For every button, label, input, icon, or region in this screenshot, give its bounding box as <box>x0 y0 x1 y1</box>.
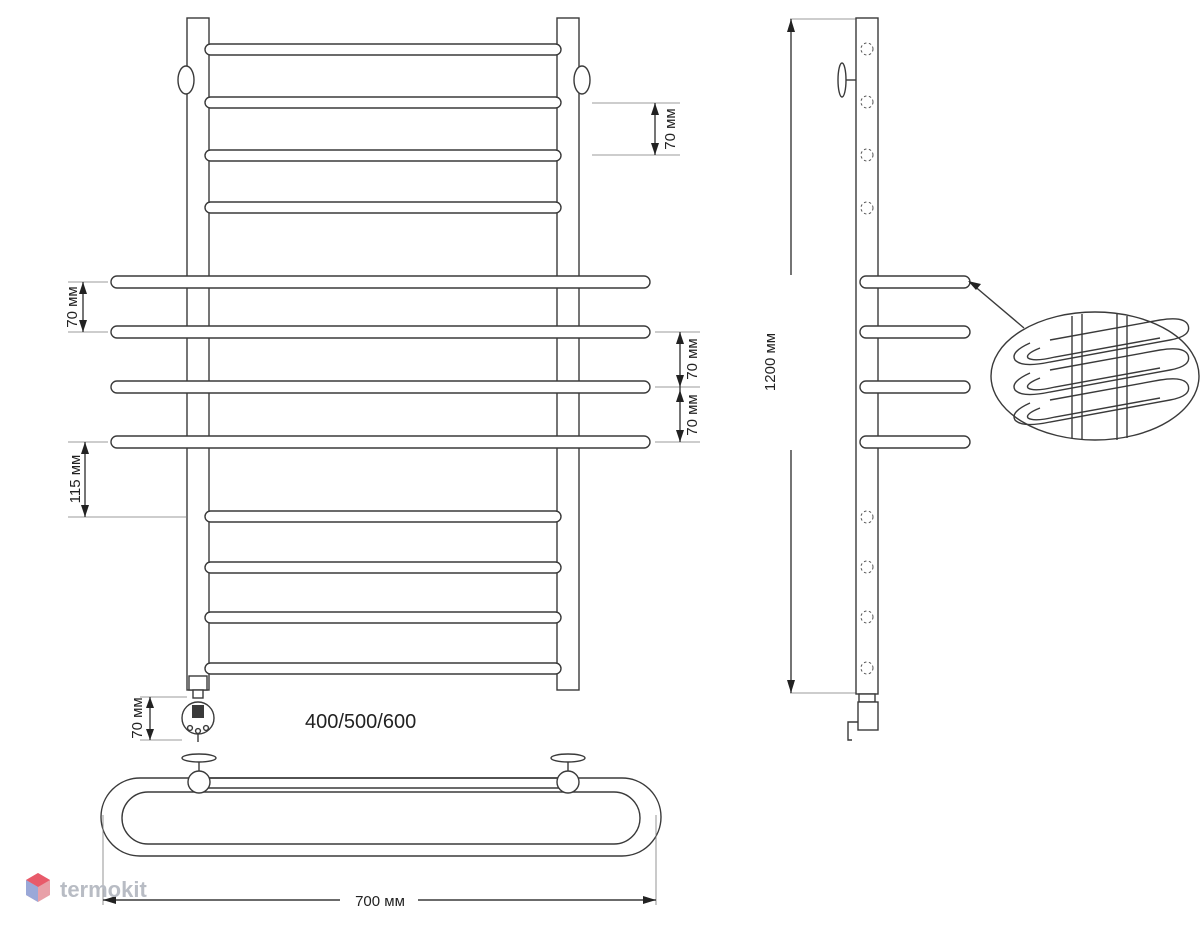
bar <box>204 96 562 109</box>
right-wall-mount <box>573 65 591 95</box>
bar <box>204 611 562 624</box>
side-bar <box>859 380 971 394</box>
top-view: 700 мм <box>100 753 662 910</box>
dim-label: 70 мм <box>684 338 701 379</box>
front-view: 70 мм 70 мм 70 мм 70 мм <box>64 17 701 742</box>
left-rail <box>186 17 210 691</box>
top-bars <box>204 43 562 214</box>
dim-top-spacing: 70 мм <box>592 102 680 156</box>
bar <box>204 149 562 162</box>
dim-label: 70 мм <box>64 286 81 327</box>
width-options-label: 400/500/600 <box>305 711 416 733</box>
dim-label: 70 мм <box>662 108 679 149</box>
long-bar <box>110 275 651 289</box>
side-rail <box>855 17 879 695</box>
bar-end <box>860 661 874 675</box>
dim-label: 70 мм <box>684 394 701 435</box>
left-wall-mount <box>177 65 195 95</box>
long-bar <box>110 435 651 449</box>
long-bar <box>110 325 651 339</box>
bar-end <box>860 201 874 215</box>
side-wall-mount <box>837 62 856 98</box>
dim-right-spacing: 70 мм 70 мм <box>655 331 701 443</box>
side-bar <box>859 325 971 339</box>
long-bar <box>110 380 651 394</box>
height-label: 1200 мм <box>762 333 779 391</box>
detail-view <box>990 311 1200 441</box>
right-rail <box>556 17 580 691</box>
bar-end <box>860 510 874 524</box>
side-view: 1200 мм <box>762 17 1200 741</box>
bar-end <box>860 95 874 109</box>
dim-left-spacing: 70 мм <box>64 281 108 333</box>
bar <box>204 561 562 574</box>
dim-bottom-offset: 115 мм <box>67 441 187 518</box>
bar-end <box>860 610 874 624</box>
bar-end <box>860 42 874 56</box>
mount-left <box>181 753 217 794</box>
side-bar <box>859 275 971 289</box>
bar <box>204 201 562 214</box>
outer-loop <box>100 777 662 857</box>
heater-connector <box>181 675 215 742</box>
dim-connector: 70 мм <box>129 696 187 741</box>
depth-label: 700 мм <box>355 893 405 910</box>
side-bar <box>859 435 971 449</box>
inner-loop <box>121 791 641 845</box>
bar <box>204 662 562 675</box>
brand-name: termokit <box>60 877 147 902</box>
bar <box>204 510 562 523</box>
bar-end <box>860 148 874 162</box>
bar <box>204 43 562 56</box>
long-bars <box>110 275 651 449</box>
bottom-bars <box>204 510 562 675</box>
bar-end <box>860 560 874 574</box>
dim-label: 115 мм <box>67 455 84 504</box>
dim-label: 70 мм <box>129 697 146 738</box>
mount-right <box>550 753 586 794</box>
side-heater-connector <box>847 693 879 741</box>
brand-logo: termokit <box>26 873 147 902</box>
